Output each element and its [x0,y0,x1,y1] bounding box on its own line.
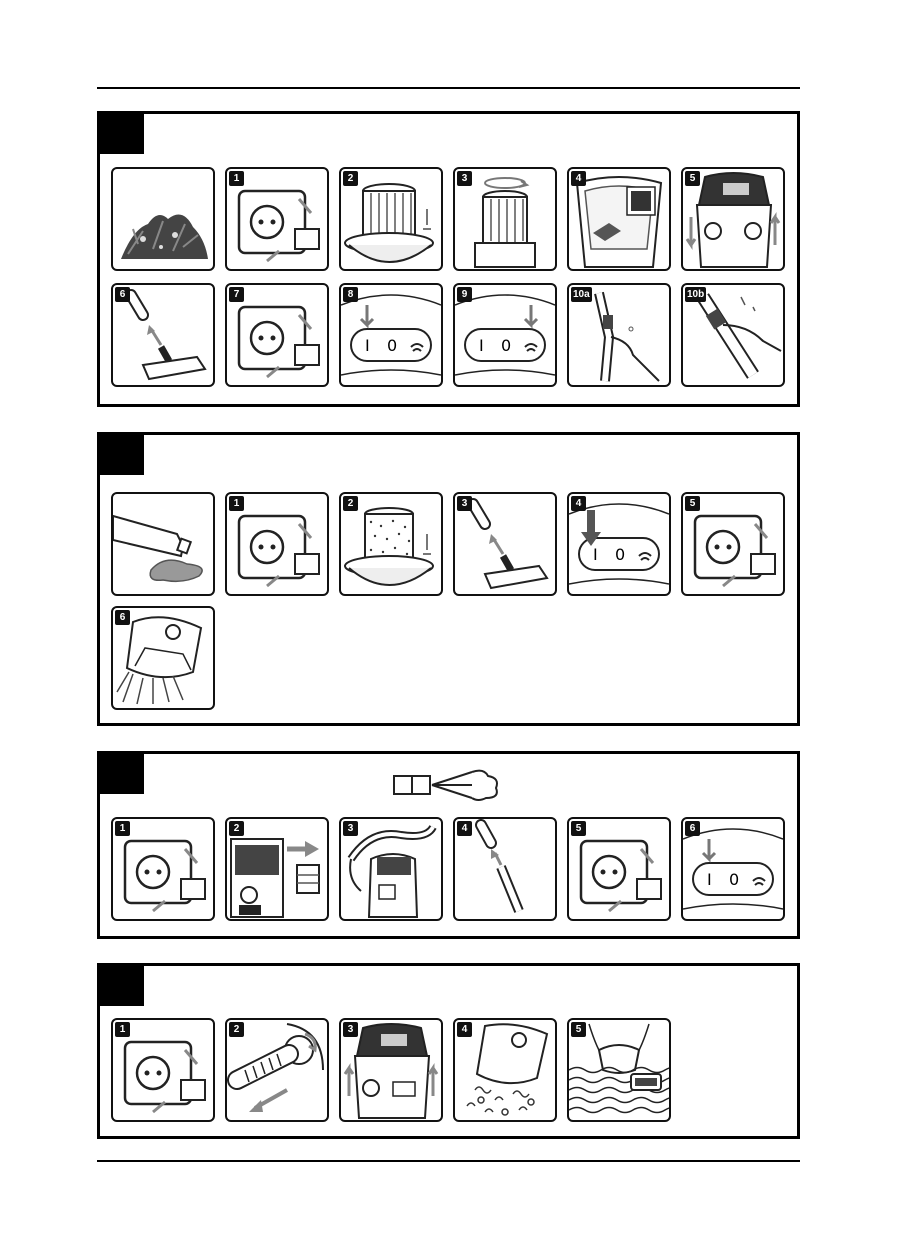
step-badge: 10a [571,287,592,302]
step-badge: 7 [229,287,244,302]
svg-text:0: 0 [729,870,739,889]
step-badge: 2 [343,496,358,511]
panel-step-4: 4 [453,1018,557,1122]
step-badge: 4 [571,496,586,511]
step-badge: 5 [571,821,586,836]
step-badge: 1 [229,496,244,511]
dry-debris-pile-icon [113,169,213,269]
panel-step-3: 3 [453,492,557,596]
section-dry-vacuuming: 1 2 3 4 [97,111,800,407]
step-badge: 1 [229,171,244,186]
step-badge: 4 [571,171,586,186]
section-cleaning-maintenance: 1 2 3 4 [97,963,800,1139]
blower-air-flow-icon [392,766,502,802]
step-badge: 6 [115,610,130,625]
step-badge: 3 [343,1022,358,1037]
panel-step-1: 1 [111,1018,215,1122]
step-badge: 1 [115,821,130,836]
step-badge: 8 [343,287,358,302]
panel-step-6: 6 I 0 [681,817,785,921]
step-badge: 3 [457,171,472,186]
panel-step-4: 4 I 0 [567,492,671,596]
step-badge: 4 [457,1022,472,1037]
step-badge: 6 [685,821,700,836]
panel-step-5: 5 [567,1018,671,1122]
panel-dry-debris [111,167,215,271]
panel-step-2: 2 [225,817,329,921]
panel-step-10b: 10b [681,283,785,387]
section-blower-function: 1 2 3 4 [97,751,800,939]
section-wet-vacuuming: 1 2 3 [97,432,800,726]
panel-step-2: 2 [225,1018,329,1122]
section-tab [100,754,144,794]
step-badge: 4 [457,821,472,836]
step-badge: 6 [115,287,130,302]
svg-text:0: 0 [387,336,397,355]
panel-step-10a: 10a [567,283,671,387]
panel-step-1: 1 [111,817,215,921]
panel-spilled-liquid [111,492,215,596]
step-badge: 5 [685,496,700,511]
panel-step-5: 5 [681,492,785,596]
section-tab [100,966,144,1006]
panel-step-4: 4 [453,817,557,921]
svg-text:I: I [479,336,484,355]
panel-step-5: 5 [567,817,671,921]
panel-step-8: 8 I 0 [339,283,443,387]
panel-step-3: 3 [339,817,443,921]
step-badge: 5 [571,1022,586,1037]
panel-step-9: 9 I 0 [453,283,557,387]
section-tab [100,114,144,154]
step-badge: 2 [229,1022,244,1037]
panel-step-3: 3 [339,1018,443,1122]
section-tab [100,435,144,475]
spilled-liquid-icon [113,494,213,594]
panel-step-4: 4 [567,167,671,271]
panel-step-2: 2 [339,492,443,596]
svg-text:0: 0 [501,336,511,355]
svg-text:0: 0 [615,545,625,564]
step-badge: 3 [457,496,472,511]
bottom-rule [97,1160,800,1162]
step-badge: 1 [115,1022,130,1037]
panel-step-2: 2 [339,167,443,271]
step-badge: 9 [457,287,472,302]
step-badge: 5 [685,171,700,186]
panel-step-6: 6 [111,606,215,710]
panel-step-1: 1 [225,492,329,596]
panel-step-3: 3 [453,167,557,271]
top-rule [97,87,800,89]
step-badge: 3 [343,821,358,836]
panel-step-5: 5 [681,167,785,271]
panel-step-6: 6 [111,283,215,387]
panel-step-1: 1 [225,167,329,271]
svg-text:I: I [365,336,370,355]
step-badge: 2 [229,821,244,836]
step-badge: 2 [343,171,358,186]
svg-text:I: I [593,545,598,564]
step-badge: 10b [685,287,706,302]
svg-text:I: I [707,870,712,889]
panel-step-7: 7 [225,283,329,387]
